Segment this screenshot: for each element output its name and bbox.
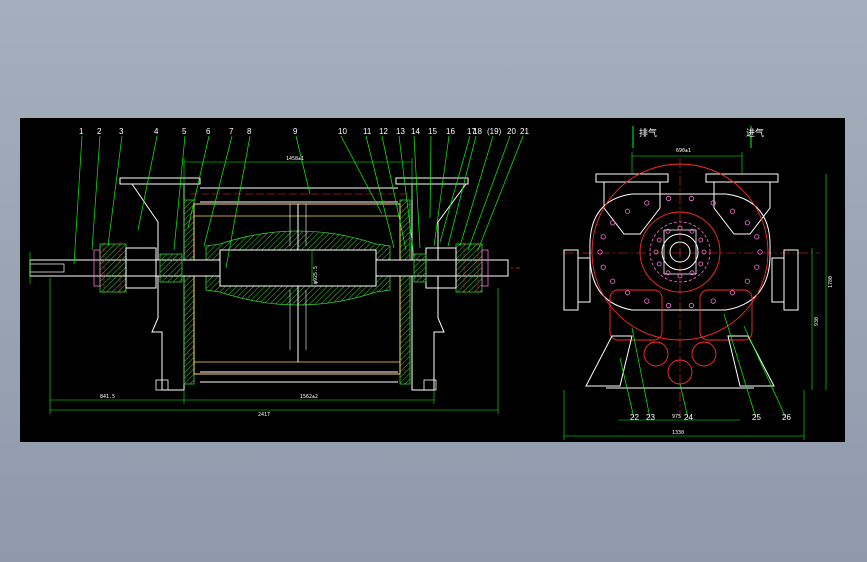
part-number-label: 13 [396,127,405,136]
end-part-number-label: 22 [630,413,639,422]
part-number-label: 3 [119,127,124,136]
right-casing [411,183,467,391]
end-dim-top: 690±1 [676,148,691,154]
pump-body [193,203,401,375]
part-number-label: 11 [363,127,372,136]
bolt-hole [665,228,671,234]
housing-bolt-hole [600,264,606,270]
housing-bolt-hole [610,278,616,284]
part-number-label: 12 [379,127,388,136]
part-number-label: (19) [487,127,502,136]
part-number-label: 21 [520,127,529,136]
port-label-intake: 进气 [746,127,764,138]
bolt-hole [665,270,671,276]
part-number-label: 5 [182,127,187,136]
part-number-label: 10 [338,127,347,136]
part-number-label: 6 [206,127,211,136]
housing-bolt-hole [624,208,631,214]
end-dimensions [563,152,827,440]
bolt-hole [698,261,704,267]
dim-top-length: 1458±1 [286,156,304,162]
housing-bolt-hole [710,200,716,206]
part-number-label: 2 [97,127,102,136]
housing-outline [589,193,771,311]
housing-bolt-hole [744,278,750,284]
part-number-label: 17 [467,127,476,136]
housing-bolt-hole [665,302,672,309]
bolt-hole [701,249,707,255]
left-bearing-assembly [93,242,183,294]
left-side-plate [183,199,195,385]
part-number-label: 1 [79,127,84,136]
housing-bolt-hole [754,264,760,270]
shaft-center-section [219,249,377,287]
housing-bolt-hole [597,249,603,255]
part-number-label: 4 [154,127,159,136]
housing-bolt-hole [624,290,631,296]
side-dimensions [29,158,499,414]
housing-bolt-hole [600,234,606,240]
housing-bolt-hole [644,200,650,206]
housing-bolt-hole [729,208,736,214]
housing-bolt-hole [688,195,695,202]
end-part-number-label: 25 [752,413,761,422]
end-part-number-label: 26 [782,413,791,422]
intake-flange [705,173,779,183]
dim-bottom-left: 841.5 [100,394,115,400]
end-dim-base-overall: 1330 [672,430,684,436]
dim-overall-length: 2417 [258,412,270,418]
part-number-label: 20 [507,127,516,136]
part-number-label: 18 [473,127,482,136]
port-label-exhaust: 排气 [639,127,657,138]
bolt-hole [689,228,695,234]
housing-bolt-hole [688,302,695,309]
part-number-label: 16 [446,127,455,136]
housing-bolt-hole [754,234,760,240]
bolt-hole [698,237,704,243]
left-casing [131,183,185,391]
end-part-number-label: 23 [646,413,655,422]
end-dim-mid: 930 [814,317,820,326]
bolt-hole [656,261,662,267]
end-part-number-label: 24 [684,413,693,422]
end-dim-height: 1780 [828,276,834,288]
bolt-hole [689,270,695,276]
part-number-label: 14 [411,127,420,136]
rotor-circle [591,163,769,341]
part-number-label: 7 [229,127,234,136]
end-part-leaders [619,313,787,419]
bolt-hole [677,273,683,279]
end-dim-base-inner: 975 [672,414,681,420]
housing-bolt-hole [665,195,672,202]
right-bearing-assembly [413,242,489,294]
bolt-hole [656,237,662,243]
housing-bolt-hole [729,290,736,296]
housing-bolt-hole [744,220,750,226]
housing-bolt-hole [610,220,616,226]
part-number-label: 15 [428,127,437,136]
end-view: 排气 进气 690±1 1780 930 975 1330 22 23 24 25 26 [563,126,834,440]
part-leaders [73,135,524,269]
housing-bolt-hole [757,249,763,255]
part-number-label: 9 [293,127,298,136]
housing-bolt-hole [710,298,716,304]
part-number-label: 8 [247,127,252,136]
bolt-hole [677,225,683,231]
top-flange-left [119,177,201,185]
dim-bottom-mid: 1562±2 [300,394,318,400]
bolt-hole [653,249,659,255]
housing-bolt-hole [644,298,650,304]
dim-center-diameter: φ925.5 [313,266,319,284]
